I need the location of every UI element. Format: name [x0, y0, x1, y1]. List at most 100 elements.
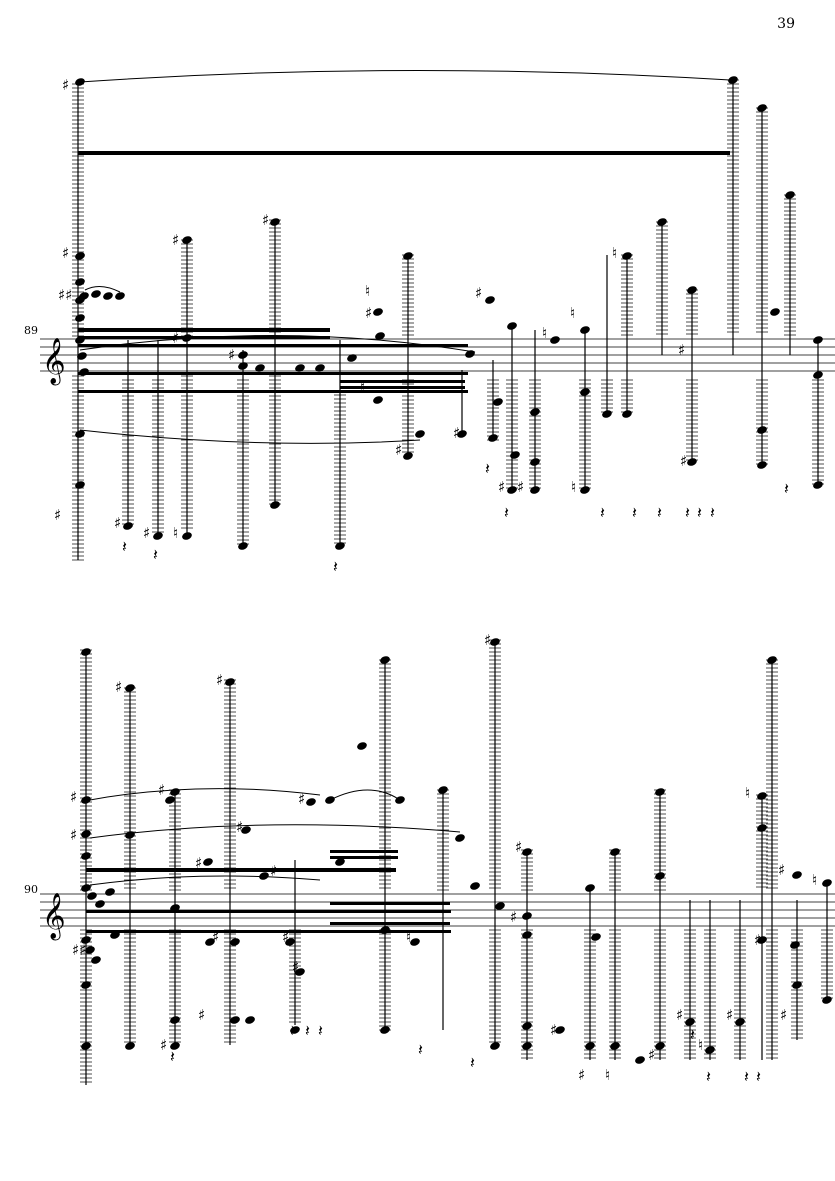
svg-text:♮: ♮ — [365, 282, 370, 300]
page-number: 39 — [777, 16, 795, 32]
notehead — [522, 912, 532, 920]
notehead — [510, 451, 520, 459]
svg-text:♮: ♮ — [406, 928, 411, 946]
svg-text:♯: ♯ — [395, 441, 402, 459]
svg-text:𝄽: 𝄽 — [697, 503, 702, 522]
measure-number-89: 89 — [24, 324, 38, 337]
svg-text:𝄽: 𝄽 — [122, 537, 127, 556]
notehead — [490, 638, 500, 646]
notehead — [705, 1046, 715, 1054]
notehead — [635, 1056, 645, 1064]
accidentals-89: ♯ ♯ ♯♯ ♯ ♯ ♯ ♯ ♮ ♯ ♯ ♮ ♮ ♯ ♯ ♯ ♯ ♯ ♯ ♮ ♯ — [54, 76, 687, 542]
notehead — [735, 1018, 745, 1026]
svg-text:♯: ♯ — [160, 1036, 167, 1054]
notehead — [757, 792, 767, 800]
rests-89: 𝄽 𝄽 𝄽 𝄽 𝄽 𝄽 𝄽 𝄽 𝄽 𝄽 𝄽 𝄽 — [122, 459, 789, 576]
notehead — [75, 278, 85, 286]
rests-90: 𝄽 𝄽 𝄽 𝄽 𝄽 𝄽 𝄽 𝄽 𝄽 𝄽 — [170, 1021, 761, 1086]
notehead — [203, 858, 213, 866]
notehead — [687, 286, 697, 294]
svg-text:♮: ♮ — [542, 324, 547, 342]
notehead — [790, 941, 800, 949]
svg-text:♯: ♯ — [282, 928, 289, 946]
notehead — [259, 872, 269, 880]
notehead — [655, 1042, 665, 1050]
notehead — [238, 362, 248, 370]
notehead — [125, 1042, 135, 1050]
notehead — [380, 656, 390, 664]
notehead — [110, 931, 120, 939]
notehead — [75, 314, 85, 322]
notehead — [241, 826, 251, 834]
notehead — [530, 486, 540, 494]
svg-text:♮: ♮ — [173, 524, 178, 542]
notehead — [470, 882, 480, 890]
notehead — [757, 936, 767, 944]
svg-text:𝄽: 𝄽 — [418, 1040, 423, 1059]
notehead — [530, 458, 540, 466]
notehead — [255, 364, 265, 372]
notehead — [290, 1026, 300, 1034]
notehead — [493, 398, 503, 406]
svg-text:♯: ♯ — [453, 424, 460, 442]
notehead — [813, 481, 823, 489]
svg-text:𝄽: 𝄽 — [318, 1021, 323, 1040]
notehead — [347, 354, 357, 362]
svg-text:♯: ♯ — [62, 244, 69, 262]
notehead — [81, 1042, 91, 1050]
svg-text:♯: ♯ — [70, 788, 77, 806]
svg-text:♯: ♯ — [484, 631, 491, 649]
svg-text:♮: ♮ — [571, 478, 576, 496]
notehead — [488, 434, 498, 442]
svg-text:♯: ♯ — [754, 931, 761, 949]
notehead — [485, 296, 495, 304]
svg-text:𝄽: 𝄽 — [333, 557, 338, 576]
notehead — [465, 350, 475, 358]
notehead — [490, 1042, 500, 1050]
notehead — [655, 788, 665, 796]
notehead — [87, 892, 97, 900]
noteheads-90 — [81, 638, 832, 1064]
notehead — [522, 931, 532, 939]
svg-text:♮: ♮ — [605, 1066, 610, 1084]
notehead — [373, 308, 383, 316]
treble-clef-89: 𝄞 — [42, 338, 66, 386]
staff-lines-89 — [40, 338, 835, 372]
svg-text:𝄽: 𝄽 — [290, 1021, 295, 1040]
svg-text:♯: ♯ — [780, 1006, 787, 1024]
svg-text:♯: ♯ — [198, 1006, 205, 1024]
notehead — [81, 884, 91, 892]
svg-text:♯: ♯ — [172, 231, 179, 249]
svg-text:𝄽: 𝄽 — [504, 503, 509, 522]
svg-text:♯: ♯ — [172, 329, 179, 347]
notehead — [522, 1042, 532, 1050]
notehead — [170, 1016, 180, 1024]
svg-text:𝄽: 𝄽 — [710, 503, 715, 522]
svg-text:♯: ♯ — [143, 524, 150, 542]
notehead — [75, 78, 85, 86]
svg-text:𝄽: 𝄽 — [470, 1053, 475, 1072]
svg-text:♯: ♯ — [515, 838, 522, 856]
svg-text:♮: ♮ — [570, 304, 575, 322]
notehead — [81, 936, 91, 944]
ledger-lines-90 — [80, 639, 833, 1083]
svg-text:♯: ♯ — [292, 958, 299, 976]
notehead — [591, 933, 601, 941]
notehead — [230, 1016, 240, 1024]
notehead — [75, 481, 85, 489]
svg-text:𝄽: 𝄽 — [485, 459, 490, 478]
notehead — [380, 926, 390, 934]
notehead — [403, 252, 413, 260]
svg-text:♮: ♮ — [812, 871, 817, 889]
svg-text:𝄽: 𝄽 — [305, 1021, 310, 1040]
svg-text:♯♯: ♯♯ — [72, 941, 87, 959]
notehead — [580, 326, 590, 334]
ledger-lines-89 — [72, 79, 824, 561]
notehead — [91, 956, 101, 964]
notehead — [792, 981, 802, 989]
svg-text:♯: ♯ — [678, 341, 685, 359]
svg-text:♯: ♯ — [228, 346, 235, 364]
notehead — [335, 542, 345, 550]
notehead — [685, 1018, 695, 1026]
